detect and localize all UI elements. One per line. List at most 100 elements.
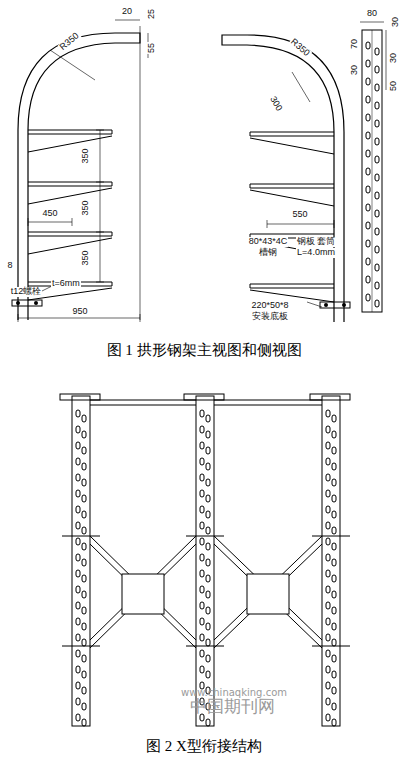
hole	[366, 204, 370, 211]
dimension-label: 220*50*8	[250, 301, 289, 311]
hole	[206, 655, 210, 662]
hole	[332, 703, 336, 710]
hole	[76, 586, 80, 593]
hole	[200, 618, 204, 625]
hole	[76, 602, 80, 609]
hole	[206, 479, 210, 486]
hole	[366, 96, 370, 103]
hole	[332, 463, 336, 470]
hole	[366, 78, 370, 85]
hole	[366, 168, 370, 175]
hole	[82, 607, 86, 614]
hole	[76, 666, 80, 673]
hole	[206, 639, 210, 646]
hole	[76, 490, 80, 497]
hole	[82, 511, 86, 518]
hole	[82, 655, 86, 662]
hole	[76, 650, 80, 657]
hole	[82, 639, 86, 646]
hole	[326, 474, 330, 481]
hole	[76, 618, 80, 625]
hole	[206, 607, 210, 614]
dimension-label: 安装底板	[251, 312, 289, 322]
hole	[76, 458, 80, 465]
dimension-label: t=6mm	[51, 279, 81, 289]
dimension-label: 20	[121, 7, 133, 17]
hole	[206, 463, 210, 470]
dimension-label: R350	[58, 31, 82, 54]
hole	[326, 554, 330, 561]
hole	[206, 543, 210, 550]
hole	[366, 276, 370, 283]
hole	[76, 474, 80, 481]
hole	[206, 719, 210, 726]
hole	[326, 458, 330, 465]
hole	[332, 655, 336, 662]
hole	[375, 102, 379, 109]
hole	[332, 575, 336, 582]
hole	[326, 586, 330, 593]
hole	[200, 490, 204, 497]
hole	[332, 719, 336, 726]
hole	[206, 495, 210, 502]
dimension-label: 550	[291, 210, 308, 220]
hole	[206, 527, 210, 534]
hole	[200, 666, 204, 673]
hole	[326, 666, 330, 673]
hole	[76, 426, 80, 433]
hole	[366, 294, 370, 301]
hole	[326, 650, 330, 657]
hole	[332, 607, 336, 614]
hole	[326, 698, 330, 705]
hole	[206, 591, 210, 598]
hole	[326, 410, 330, 417]
dimension-label: 350	[81, 147, 91, 164]
dimension-label: 8	[6, 261, 13, 271]
figure-caption: 图 1 拱形钢架主视图和侧视图	[106, 342, 303, 359]
hole	[326, 570, 330, 577]
dimension-label: 30	[391, 16, 401, 28]
hole	[82, 415, 86, 422]
arch-frame-side	[222, 35, 350, 322]
hole	[326, 426, 330, 433]
hole	[326, 618, 330, 625]
hole	[366, 186, 370, 193]
dimension-label: R350	[288, 37, 312, 60]
hole	[332, 559, 336, 566]
arch-frame-front	[12, 33, 140, 320]
hole	[82, 447, 86, 454]
hole	[375, 174, 379, 181]
hole	[76, 682, 80, 689]
hole	[76, 442, 80, 449]
dimension-label: 钢板 套筒	[296, 237, 337, 247]
hole	[366, 240, 370, 247]
figure-caption: 图 2 X型衔接结构	[145, 738, 263, 755]
hole	[82, 463, 86, 470]
hole	[82, 671, 86, 678]
dimension-label: 450	[41, 209, 58, 219]
hole	[375, 192, 379, 199]
hole	[332, 591, 336, 598]
hole	[326, 682, 330, 689]
hole	[326, 538, 330, 545]
hole	[76, 554, 80, 561]
hole	[200, 506, 204, 513]
hole	[375, 264, 379, 271]
hole	[206, 511, 210, 518]
hole	[326, 506, 330, 513]
dimension-label: 70	[350, 38, 360, 50]
hole	[76, 714, 80, 721]
hole	[332, 431, 336, 438]
hole	[366, 42, 370, 49]
hole	[326, 602, 330, 609]
dimension-label: L=4.0mm	[296, 248, 336, 258]
watermark: 中国期刊网	[189, 697, 276, 716]
hole	[206, 671, 210, 678]
hole	[326, 714, 330, 721]
hole	[375, 138, 379, 145]
hole	[332, 447, 336, 454]
dimension-label: 55	[147, 42, 157, 54]
hole	[200, 458, 204, 465]
hole	[82, 543, 86, 550]
